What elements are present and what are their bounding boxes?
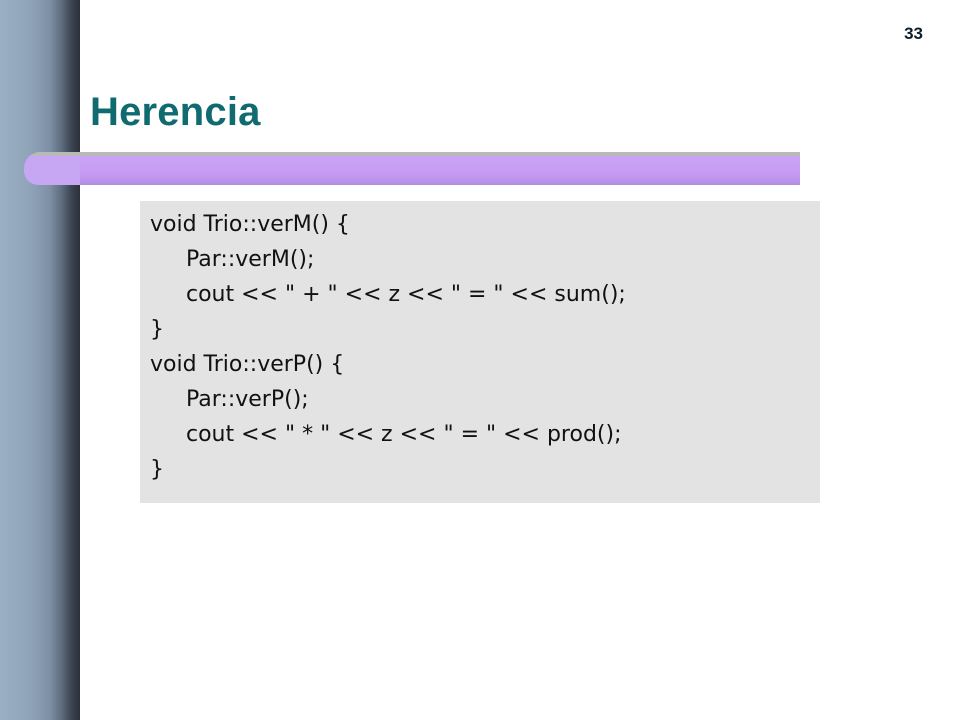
left-decorative-band bbox=[0, 0, 80, 720]
code-line: } bbox=[150, 457, 164, 482]
title-underline-bar bbox=[24, 152, 800, 185]
slide-number: 33 bbox=[904, 24, 923, 43]
code-line: cout << " * " << z << " = " << prod(); bbox=[186, 422, 622, 447]
code-line: Par::verM(); bbox=[186, 247, 315, 272]
code-line: Par::verP(); bbox=[186, 387, 309, 412]
code-block: void Trio::verM() { Par::verM(); cout <<… bbox=[140, 201, 820, 503]
code-line: } bbox=[150, 317, 164, 342]
code-line: void Trio::verM() { bbox=[150, 212, 350, 237]
code-line: cout << " + " << z << " = " << sum(); bbox=[186, 282, 626, 307]
slide-title: Herencia bbox=[90, 90, 261, 134]
code-line: void Trio::verP() { bbox=[150, 352, 345, 377]
